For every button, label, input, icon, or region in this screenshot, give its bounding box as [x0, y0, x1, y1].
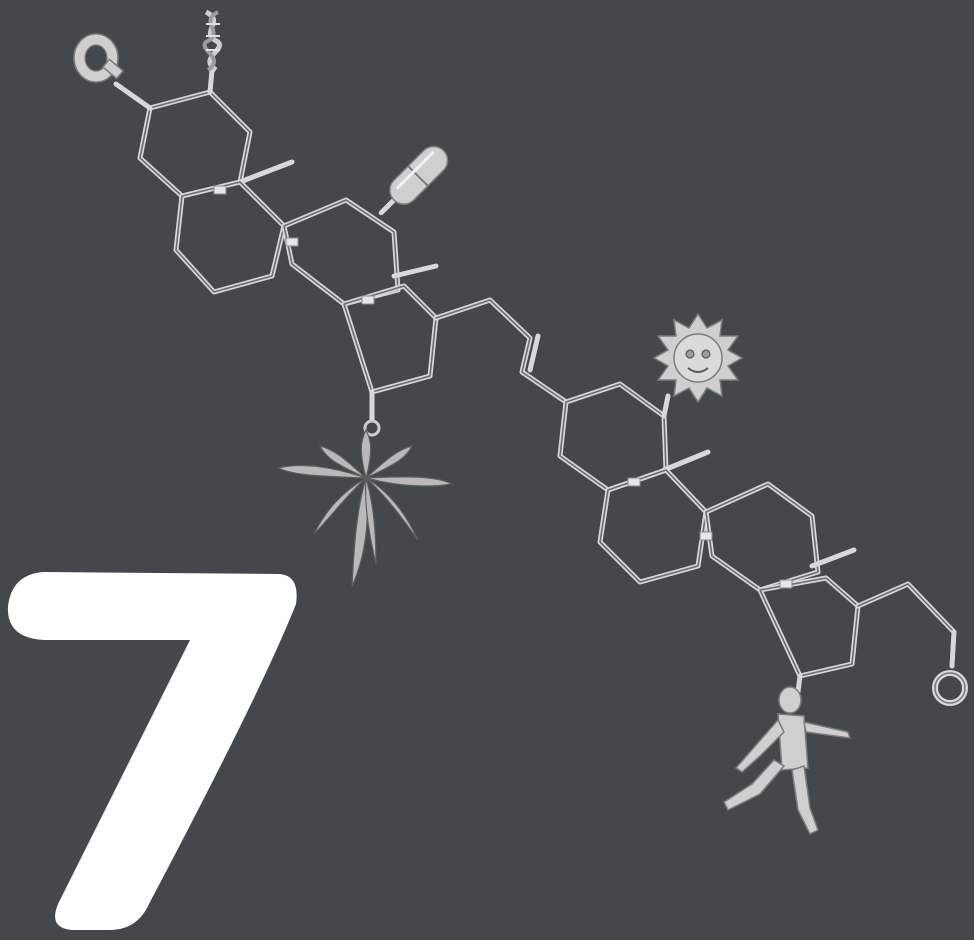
methyl-e — [661, 449, 711, 473]
double-bond — [527, 333, 541, 373]
methyl-g — [809, 547, 857, 569]
link-clip — [779, 579, 793, 589]
number-seven — [7, 572, 297, 930]
link-clip — [699, 531, 713, 541]
runner-icon — [723, 673, 852, 836]
capsule-icon — [378, 145, 449, 216]
methyl-c — [391, 263, 439, 279]
ring-c — [281, 197, 401, 307]
upper-steroid-rings — [137, 89, 439, 395]
dna-helix-icon — [202, 9, 222, 95]
lower-steroid-rings — [557, 381, 957, 679]
side-chain — [855, 581, 957, 635]
conjugated-chain — [433, 297, 569, 405]
ring-a — [137, 89, 253, 199]
jump-ring-icon — [932, 629, 968, 706]
chain-bond — [433, 297, 569, 405]
methyl-a — [237, 159, 295, 185]
ring-g — [703, 481, 821, 593]
link-clip — [627, 477, 641, 487]
sun-face-icon — [652, 312, 744, 419]
link-clip — [285, 237, 299, 247]
ring-d — [341, 283, 439, 395]
ring-b — [173, 179, 287, 295]
link-clip — [361, 295, 375, 305]
cannabis-leaf-icon — [276, 389, 454, 587]
lobster-clasp-icon — [73, 33, 153, 111]
link-clip — [213, 185, 227, 195]
